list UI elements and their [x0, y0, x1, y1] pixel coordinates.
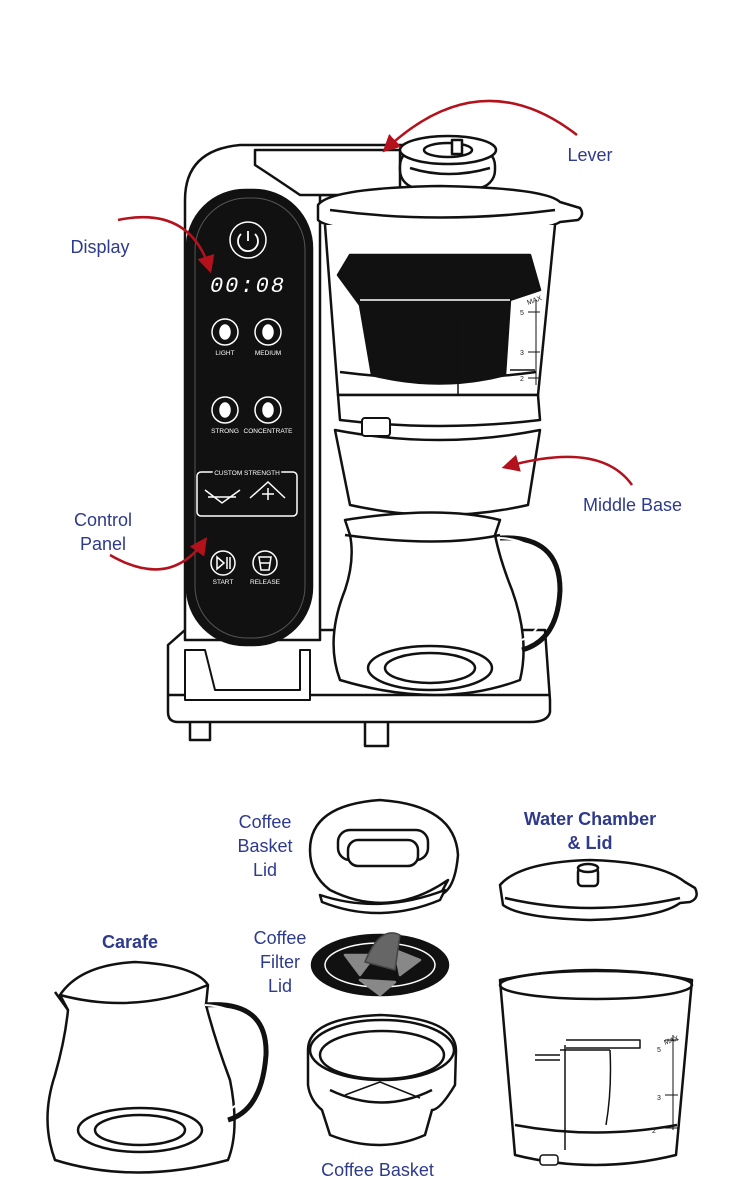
lever-label: Lever — [567, 145, 613, 165]
medium-label: MEDIUM — [255, 350, 281, 357]
strength-up-icon[interactable] — [249, 480, 286, 500]
mark-2: 2 — [520, 376, 524, 383]
custom-strength-label: CUSTOM STRENGTH — [214, 470, 280, 477]
middle-base-arrow — [501, 454, 634, 486]
callout-arrows — [109, 99, 634, 571]
part-mark-5: 5 — [657, 1047, 661, 1054]
coffee-basket — [306, 1013, 458, 1147]
release-button[interactable] — [252, 550, 278, 576]
control-panel-arrow — [109, 537, 208, 571]
carafe-label: Carafe — [101, 932, 159, 952]
parts — [46, 798, 698, 1174]
water-chamber-part — [498, 968, 694, 1167]
coffee-filter-lid-label: Coffee Filter Lid — [253, 928, 307, 996]
light-button[interactable] — [211, 318, 239, 346]
concentrate-button[interactable] — [254, 396, 282, 424]
custom-strength-frame — [196, 471, 298, 517]
coffee-basket-lid-label: Coffee Basket Lid — [237, 812, 293, 880]
panel-controls — [196, 221, 298, 576]
power-button[interactable] — [229, 221, 267, 259]
strength-down-icon[interactable] — [204, 489, 241, 504]
display-label: Display — [70, 237, 130, 257]
lever-arrow — [382, 99, 578, 153]
display-arrow — [117, 215, 215, 274]
mark-3: 3 — [520, 350, 524, 357]
coffee-machine — [166, 134, 584, 748]
water-chamber-label: Water Chamber & Lid — [523, 809, 657, 853]
coffee-filter — [310, 932, 450, 997]
max-mark: MAX — [526, 295, 543, 307]
water-chamber-lid — [498, 858, 698, 922]
carafe-in-machine — [332, 511, 525, 697]
middle-base-label: Middle Base — [582, 495, 683, 515]
panel-time: 00:08 — [210, 274, 286, 299]
coffee-basket-lid — [308, 798, 460, 915]
carafe-part — [46, 960, 269, 1174]
part-max-mark: MAX — [663, 1035, 680, 1047]
middle-base-bowl — [333, 428, 542, 517]
strong-label: STRONG — [211, 428, 239, 435]
coffee-basket-label: Coffee Basket — [321, 1160, 434, 1180]
start-button[interactable] — [210, 550, 236, 576]
part-mark-2: 2 — [652, 1128, 656, 1135]
strong-button[interactable] — [211, 396, 239, 424]
inner-basket — [336, 253, 542, 385]
control-panel-label: Control Panel — [73, 510, 133, 554]
release-label: RELEASE — [250, 579, 281, 586]
light-label: LIGHT — [215, 350, 234, 357]
start-label: START — [213, 579, 234, 586]
part-mark-3: 3 — [657, 1095, 661, 1102]
concentrate-label: CONCENTRATE — [244, 428, 294, 435]
medium-button[interactable] — [254, 318, 282, 346]
mark-5: 5 — [520, 310, 524, 317]
